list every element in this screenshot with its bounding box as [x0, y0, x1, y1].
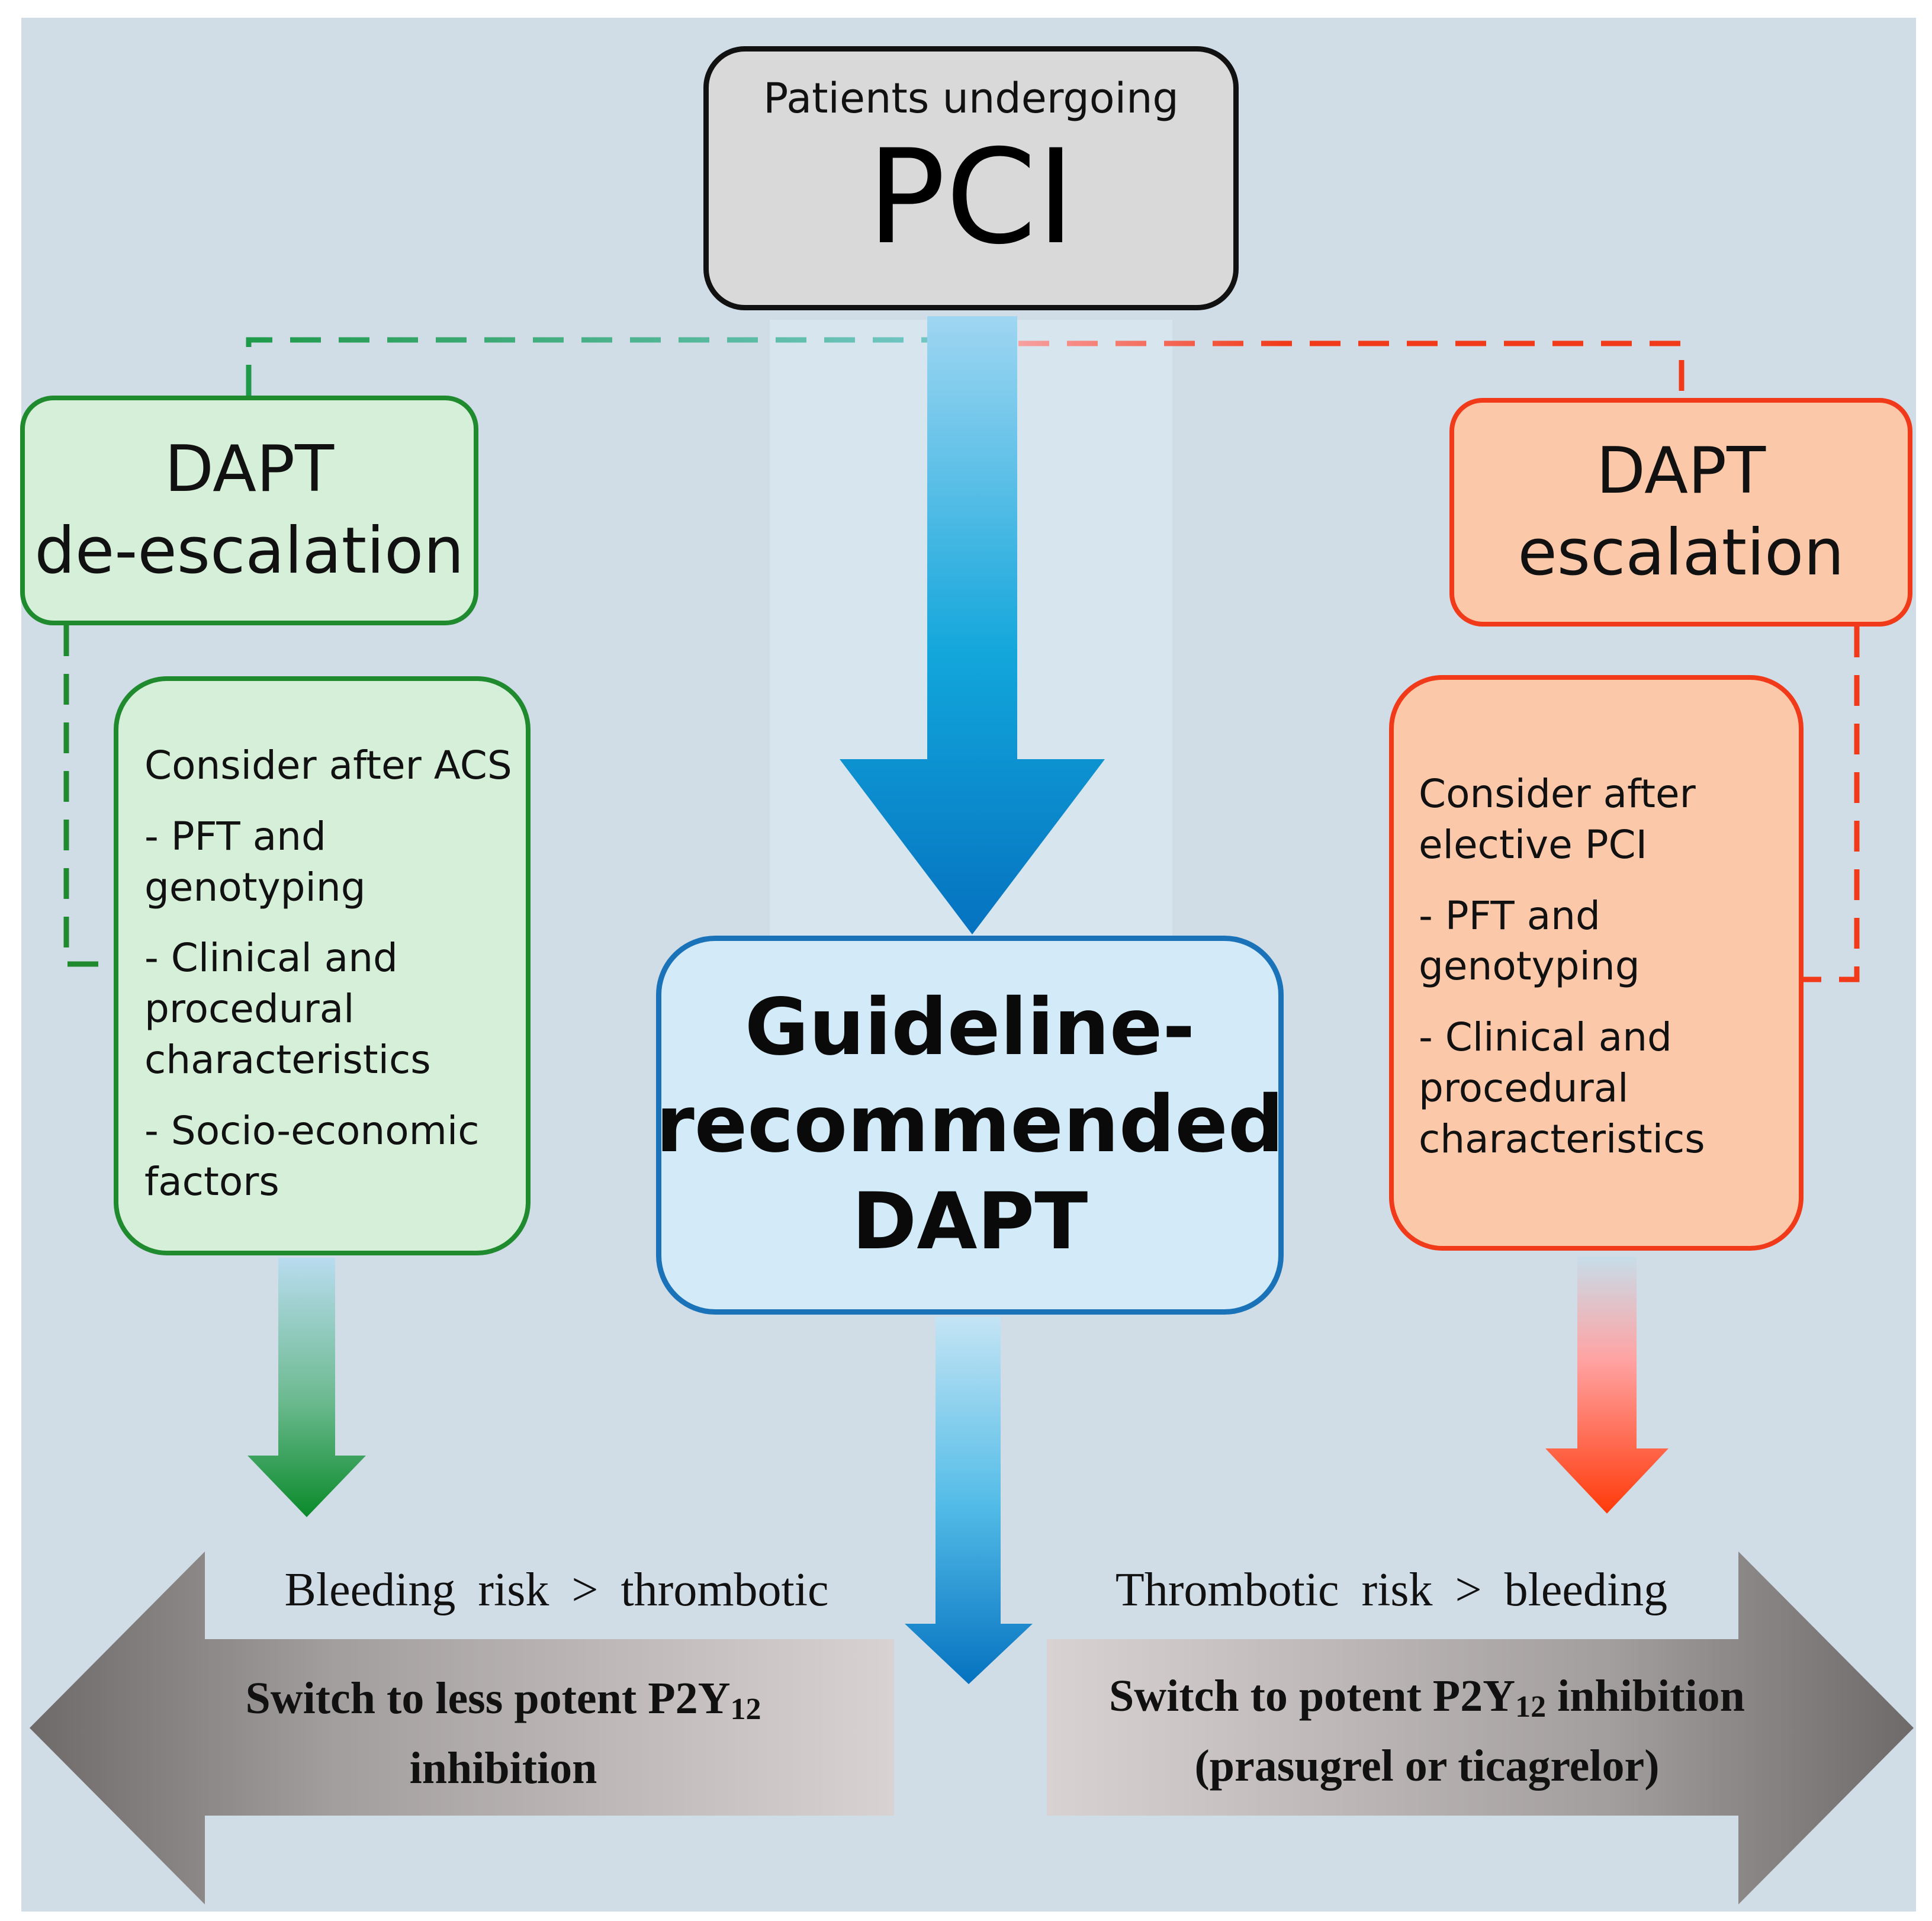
- right-risk-text: Thrombotic risk > bleeding: [1115, 1564, 1668, 1616]
- right-action-text: Switch to potent P2Y12 inhibition (prasu…: [1042, 1662, 1812, 1801]
- left-arrow-top-band: [205, 1551, 894, 1639]
- left-action-suffix: inhibition: [409, 1743, 597, 1793]
- left-risk-text: Bleeding risk > thrombotic: [284, 1564, 829, 1616]
- deescalation-down-arrow: [247, 1258, 366, 1517]
- guideline-dapt-title: Guideline- recommended DAPT: [656, 979, 1284, 1270]
- escalation-title-line1: DAPT: [1596, 433, 1766, 508]
- main-down-arrow: [840, 316, 1105, 934]
- right-action-subscript: 12: [1515, 1690, 1547, 1724]
- escalation-criteria-item: - Clinical and procedural characteristic…: [1419, 1014, 1705, 1162]
- pci-title: PCI: [867, 121, 1075, 273]
- escalation-criteria-item: Consider after elective PCI: [1419, 771, 1696, 868]
- escalation-down-arrow: [1545, 1257, 1669, 1514]
- left-grey-arrow: [30, 1551, 894, 1904]
- pci-subtitle: Patients undergoing: [763, 74, 1179, 123]
- deescalation-title-box: DAPT de-escalation: [20, 396, 478, 625]
- guideline-dapt-box: Guideline- recommended DAPT: [656, 936, 1284, 1315]
- escalation-title-box: DAPT escalation: [1449, 398, 1912, 627]
- deescalation-criteria-box: Consider after ACS - PFT and genotyping …: [114, 676, 531, 1255]
- red-dashed-connector-top: [1018, 340, 1685, 398]
- escalation-title-line2: escalation: [1518, 516, 1844, 590]
- deescalation-criteria-item: - Clinical and procedural characteristic…: [144, 935, 431, 1082]
- deescalation-title-line1: DAPT: [164, 432, 335, 506]
- escalation-criteria-item: - PFT and genotyping: [1419, 892, 1640, 990]
- deescalation-title-line2: de-escalation: [34, 514, 464, 588]
- guideline-line2: recommended: [655, 1079, 1284, 1171]
- right-action-prefix: Switch to potent P2Y: [1109, 1671, 1516, 1721]
- right-grey-arrow: [1047, 1551, 1914, 1904]
- red-dashed-connector-side: [1804, 627, 1860, 982]
- left-action-text: Switch to less potent P2Y12 inhibition: [178, 1664, 829, 1804]
- guideline-line3: DAPT: [851, 1175, 1088, 1267]
- deescalation-criteria-item: - Socio-economic factors: [144, 1107, 480, 1204]
- green-dashed-connector-top: [246, 337, 947, 396]
- right-action-suffix: inhibition: [1546, 1671, 1745, 1721]
- green-dashed-connector-side: [63, 625, 114, 967]
- guideline-down-arrow: [905, 1317, 1033, 1684]
- left-action-prefix: Switch to less potent P2Y: [245, 1673, 731, 1723]
- guideline-line1: Guideline-: [744, 982, 1195, 1074]
- right-arrow-top-band: [1047, 1551, 1738, 1639]
- deescalation-criteria-item: - PFT and genotyping: [144, 813, 366, 910]
- escalation-criteria-box: Consider after elective PCI - PFT and ge…: [1389, 675, 1804, 1251]
- deescalation-criteria-item: Consider after ACS: [144, 743, 512, 788]
- pci-box: Patients undergoing PCI: [703, 46, 1239, 310]
- right-action-line2: (prasugrel or ticagrelor): [1194, 1740, 1660, 1791]
- left-action-subscript: 12: [730, 1692, 761, 1726]
